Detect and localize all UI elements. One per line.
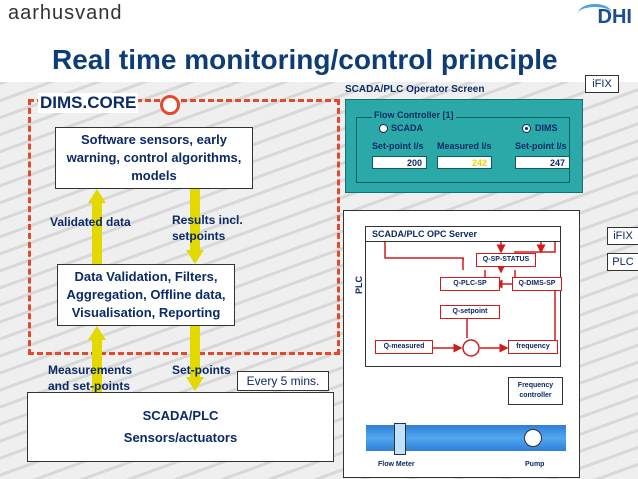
data-validation-box: Data Validation, Filters, Aggregation, O… [57,264,235,326]
dhi-logo: DHI [597,6,632,28]
setpoint-label: Set-point l/s [372,141,424,151]
dims-core-frame [28,99,340,355]
every-5-mins-tag: Every 5 mins. [237,371,329,391]
scada-radio[interactable] [379,124,388,133]
setpoint-value[interactable]: 200 [372,156,427,169]
measured-value: 242 [437,156,492,169]
dims-core-label: DIMS.CORE [38,93,139,113]
dhi-wave-icon [578,4,612,23]
frequency-controller-box: Frequency controller [508,377,563,405]
measurements-arrow-shaft [92,340,102,392]
validated-data-arrow-shaft [92,203,102,265]
dims-radio[interactable] [522,124,531,133]
page-title: Real time monitoring/control principle [52,44,558,75]
scada-plc-title: SCADA/PLC [142,408,219,423]
flow-meter-icon [394,423,406,455]
q-plc-sp-box: Q-PLC-SP [440,277,500,291]
results-label: Results incl. setpoints [172,213,243,243]
pump-label: Pump [525,461,545,468]
q-measured-box: Q-measured [375,340,433,354]
pump-icon [524,429,542,447]
ifix-tag-side: iFIX [607,227,638,245]
brand-logo: aarhusvand [8,2,123,24]
measurements-arrow-icon [88,326,106,340]
scada-plc-box: SCADA/PLC Sensors/actuators [27,392,334,462]
validated-data-arrow-icon [88,189,106,203]
plc-tag-side: PLC [607,253,638,271]
measurements-label: Measurements and set-points [48,363,133,393]
plc-vertical-label: PLC [354,276,364,294]
results-arrow-icon [186,250,204,264]
q-setpoint-box: Q-setpoint [440,305,500,319]
setpoint-right-label: Set-point l/s [515,141,567,151]
software-sensors-box: Software sensors, early warning, control… [55,127,253,189]
q-sp-status-box: Q-SP-STATUS [476,253,536,267]
setpoints-arrow-icon [186,377,204,391]
flow-controller-frame [356,117,570,183]
dims-radio-label: DIMS [535,123,558,133]
results-arrow-shaft [190,189,200,251]
q-dims-sp-box: Q-DIMS-SP [512,277,562,291]
scada-radio-label: SCADA [391,123,424,133]
validated-data-label: Validated data [50,215,131,229]
frequency-box: frequency [508,340,558,354]
scada-plc-subtitle: Sensors/actuators [123,430,238,445]
operator-screen-title: SCADA/PLC Operator Screen [345,84,485,95]
flow-controller-title: Flow Controller [1] [372,110,456,120]
dims-core-circle-icon [160,95,180,115]
setpoint-right-value: 247 [515,156,570,169]
ifix-tag-top: iFIX [585,75,619,93]
setpoints-arrow-shaft [190,326,200,378]
measured-label: Measured l/s [437,141,492,151]
flow-meter-label: Flow Meter [378,461,415,468]
setpoints-label: Set-points [172,363,231,377]
